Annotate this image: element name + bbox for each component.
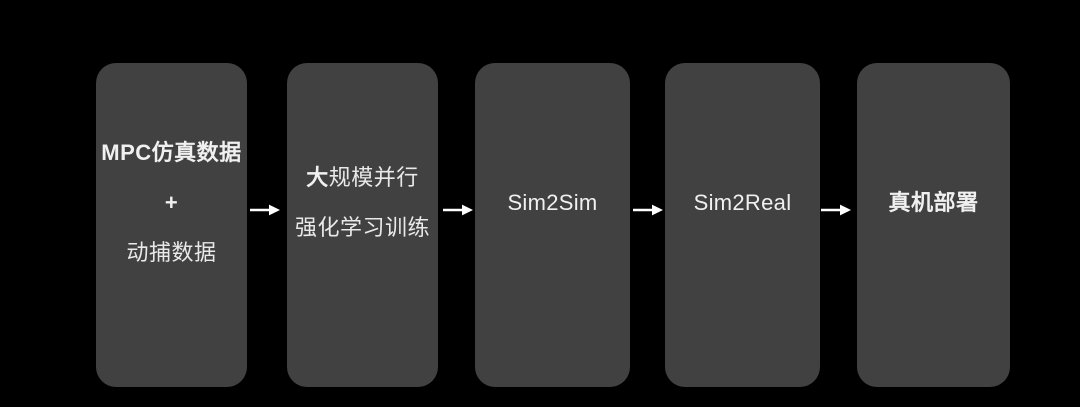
step-text-block: MPC仿真数据 + 动捕数据 [96, 128, 247, 278]
step-text-block: Sim2Real [665, 178, 820, 228]
right-arrow-icon [250, 204, 280, 216]
step-text-block: 真机部署 [857, 178, 1010, 228]
step-label-line: MPC仿真数据 [101, 140, 242, 165]
step-label-line: 强化学习训练 [294, 215, 430, 240]
flow-step-rl-training: 大规模并行 强化学习训练 [287, 63, 438, 387]
step-text-block: Sim2Sim [475, 178, 630, 228]
step-label: 真机部署 [888, 190, 979, 215]
right-arrow-icon [443, 204, 473, 216]
step-label-rest-part: 规模并行 [328, 165, 419, 190]
flow-step-real-deployment: 真机部署 [857, 63, 1010, 387]
step-label: Sim2Sim [507, 190, 598, 215]
right-arrow-icon [821, 204, 851, 216]
step-label: Sim2Real [693, 190, 792, 215]
flow-step-mpc-mocap-data: MPC仿真数据 + 动捕数据 [96, 63, 247, 387]
flow-step-sim2real: Sim2Real [665, 63, 820, 387]
step-text-block: 大规模并行 强化学习训练 [287, 153, 438, 253]
step-label-line: 大规模并行 [287, 153, 438, 203]
step-label-bold-part: 大 [306, 165, 329, 190]
plus-sign: + [164, 190, 179, 215]
step-label-line: 动捕数据 [126, 240, 217, 265]
right-arrow-icon [633, 204, 663, 216]
flow-step-sim2sim: Sim2Sim [475, 63, 630, 387]
